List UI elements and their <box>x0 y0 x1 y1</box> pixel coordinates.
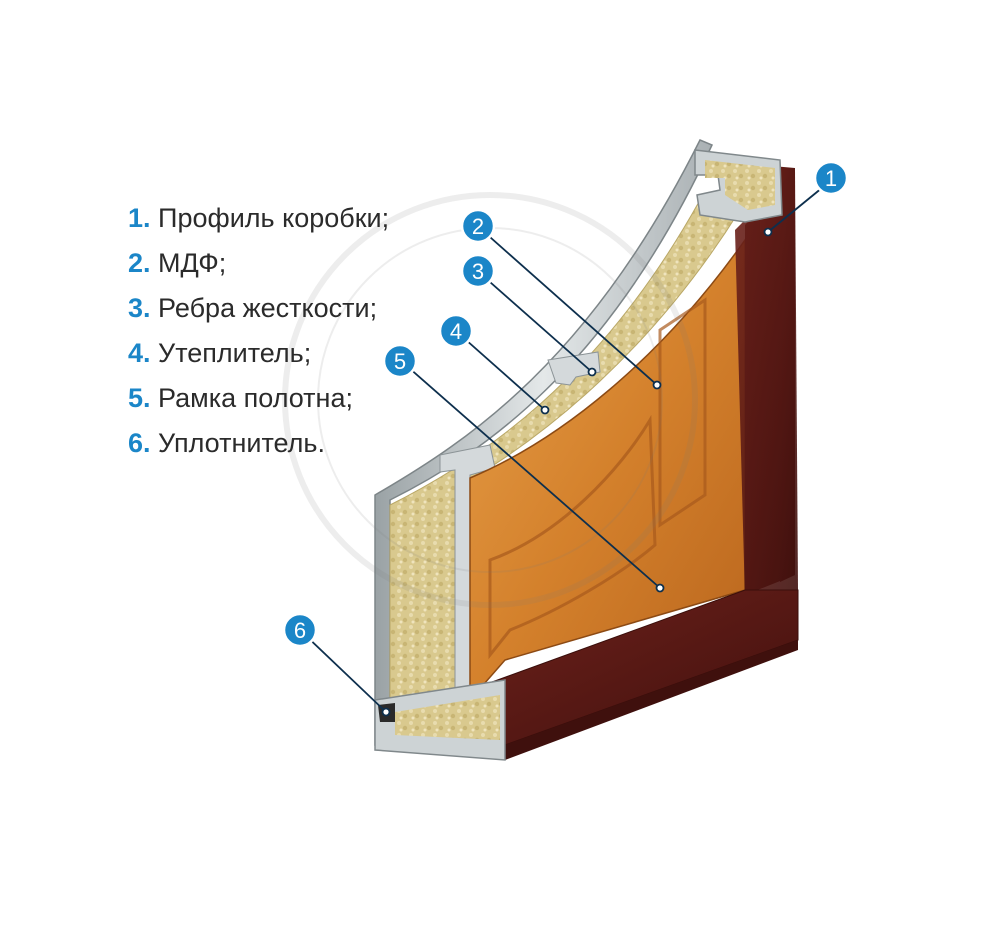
legend-label: Рамка полотна; <box>158 383 353 413</box>
legend-number: 3. <box>128 293 151 323</box>
legend-item-insulation: 4. Утеплитель; <box>128 331 389 376</box>
callout-2: 2 <box>460 208 496 244</box>
svg-text:5: 5 <box>394 349 406 374</box>
legend-number: 6. <box>128 428 151 458</box>
legend-item-mdf: 2. МДФ; <box>128 241 389 286</box>
svg-text:2: 2 <box>472 214 484 239</box>
legend-item-stiffeners: 3. Ребра жесткости; <box>128 286 389 331</box>
stiffener-rib-upper <box>547 351 601 386</box>
svg-text:1: 1 <box>825 166 837 191</box>
svg-text:4: 4 <box>450 319 462 344</box>
component-legend: 1. Профиль коробки; 2. МДФ; 3. Ребра жес… <box>128 196 389 466</box>
callout-5: 5 <box>382 343 418 379</box>
legend-label: Профиль коробки; <box>158 203 390 233</box>
callout-4: 4 <box>438 313 474 349</box>
legend-number: 4. <box>128 338 151 368</box>
callout-1: 1 <box>813 160 849 196</box>
legend-item-frame-profile: 1. Профиль коробки; <box>128 196 389 241</box>
legend-number: 1. <box>128 203 151 233</box>
callout-6: 6 <box>282 612 318 648</box>
callout-3: 3 <box>460 253 496 289</box>
legend-label: Утеплитель; <box>158 338 312 368</box>
legend-label: Уплотнитель. <box>158 428 325 458</box>
legend-label: МДФ; <box>158 248 227 278</box>
legend-number: 5. <box>128 383 151 413</box>
callout-leaders <box>301 182 829 717</box>
svg-text:3: 3 <box>472 259 484 284</box>
svg-text:6: 6 <box>294 618 306 643</box>
mdf-moulding <box>488 414 657 660</box>
legend-item-seal: 6. Уплотнитель. <box>128 421 389 466</box>
legend-label: Ребра жесткости; <box>158 293 378 323</box>
legend-item-leaf-frame: 5. Рамка полотна; <box>128 376 389 421</box>
legend-number: 2. <box>128 248 151 278</box>
